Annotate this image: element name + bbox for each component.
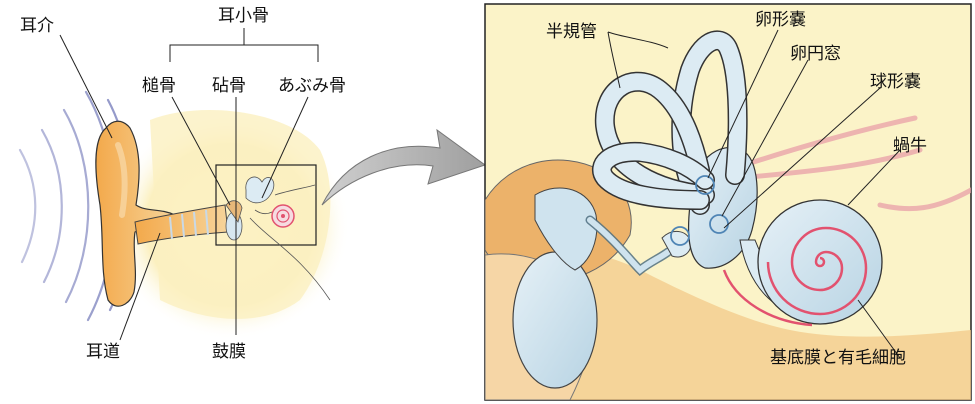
- canal-ribs: [169, 209, 209, 240]
- zoom-box: [215, 164, 317, 246]
- label-utricle: 卵形嚢: [755, 10, 806, 30]
- right-leader-lines: [607, 29, 901, 359]
- label-semicircular-canals: 半規管: [546, 22, 597, 42]
- label-ossicles: 耳小骨: [218, 6, 269, 26]
- label-oval-window: 卵円窓: [790, 44, 841, 64]
- pinna-shape: [95, 120, 177, 307]
- zoom-arrow: [321, 128, 487, 206]
- eardrum-detail: [512, 251, 598, 389]
- label-stapes: あぶみ骨: [278, 76, 346, 96]
- basilar-membrane-spiral: [766, 226, 868, 316]
- mini-inner-ear: [225, 176, 331, 301]
- utricle-marker: [695, 175, 715, 195]
- label-incus: 砧骨: [212, 76, 246, 96]
- label-malleus: 槌骨: [142, 76, 176, 96]
- semicircular-canal-loops: [592, 30, 748, 215]
- label-pinna: 耳介: [20, 16, 54, 36]
- label-saccule: 球形嚢: [870, 72, 921, 92]
- label-eardrum: 鼓膜: [212, 342, 246, 362]
- left-leader-lines: [59, 28, 319, 341]
- malleus-detail: [534, 187, 598, 271]
- label-basilar-membrane: 基底膜と有毛細胞: [770, 348, 906, 368]
- inner-ear-detail: [485, 29, 971, 400]
- outer-ear-illustration: [18, 28, 350, 341]
- cochlea-shell: [757, 199, 883, 325]
- label-cochlea: 蝸牛: [893, 136, 927, 156]
- oval-window-marker: [670, 226, 690, 246]
- label-ear-canal: 耳道: [86, 342, 120, 362]
